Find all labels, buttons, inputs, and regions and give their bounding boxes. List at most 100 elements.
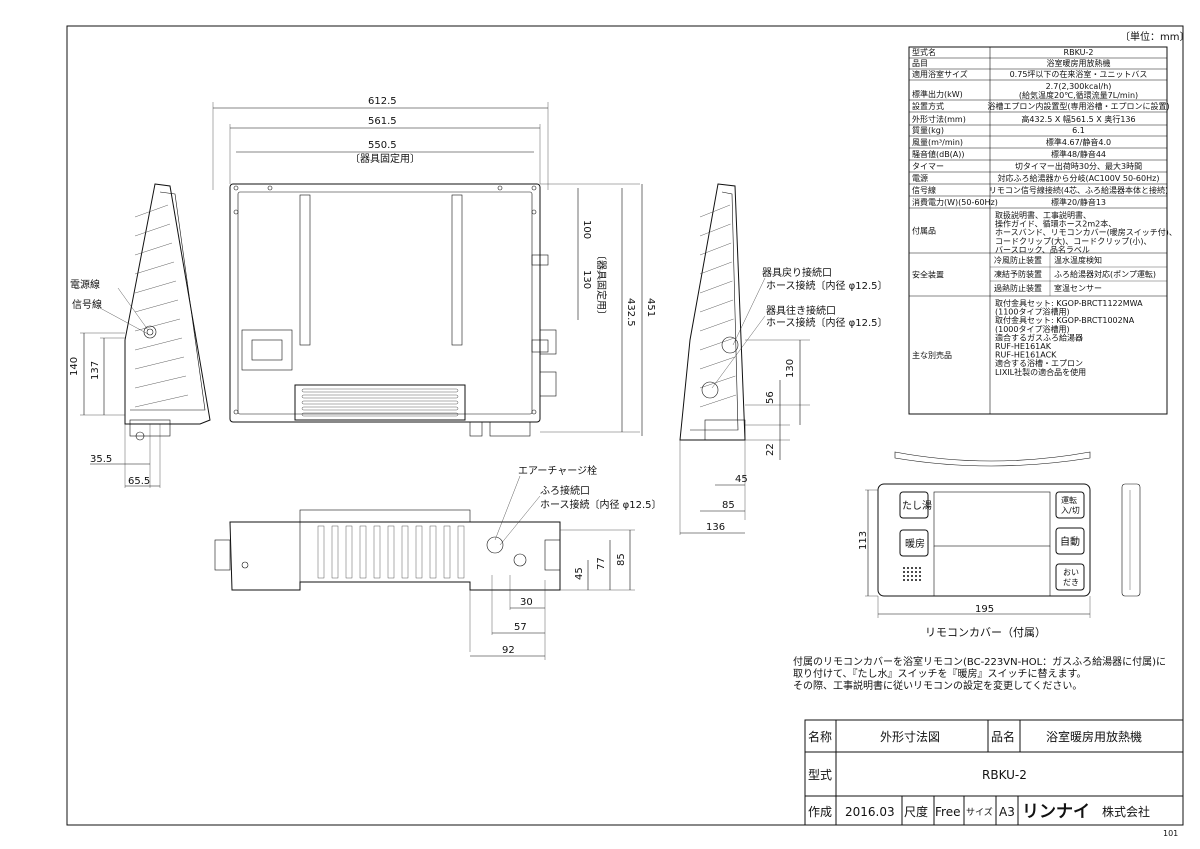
tb-model-h: 型式 <box>808 768 832 782</box>
spec-row-1-value: 浴室暖房用放熱機 <box>1047 58 1111 68</box>
dim-r136: 136 <box>706 522 725 533</box>
bottom-view: 30 57 92 45 77 85 エアーチャージ栓 ふろ接続口 ホース接続〔内… <box>214 464 662 660</box>
dim-b85: 85 <box>616 553 627 566</box>
label-air: エアーチャージ栓 <box>518 464 597 477</box>
tb-company: 株式会社 <box>1102 804 1150 819</box>
btn-unten[interactable] <box>1055 491 1085 519</box>
spec-row-11-value: リモコン信号線接続(4芯、ふろ給湯器本体と接続) <box>989 185 1168 195</box>
note-line-0: 付属のリモコンカバーを浴室リモコン(BC-223VN-HOL：ガスふろ給湯器に付… <box>793 655 1166 668</box>
tb-scale-v: Free <box>935 805 960 819</box>
dim-b77: 77 <box>596 557 607 570</box>
note-line-2: その際、工事説明書に従いリモコンの設定を変更してください。 <box>793 679 1082 692</box>
spec-row-12-value: 標準20/静音13 <box>1051 197 1106 207</box>
dim-140: 140 <box>69 357 80 376</box>
label-return2: ホース接続〔内径 φ12.5〕 <box>766 279 888 292</box>
notes: 付属のリモコンカバーを浴室リモコン(BC-223VN-HOL：ガスふろ給湯器に付… <box>793 655 1166 692</box>
tb-size-v: A3 <box>999 805 1015 819</box>
unit-note: 〔単位：mm〕 <box>1120 30 1189 43</box>
sheet-no: 101 <box>1163 829 1178 838</box>
dim-100: 100 <box>581 220 592 239</box>
spec-row-3-value: 2.7(2,300kcal/h)(給気温度20℃,循環流量7L/min) <box>1019 82 1138 100</box>
dim-65: 65.5 <box>128 476 150 487</box>
note-line-1: 取り付けて、『たし水』スイッチを『暖房』スイッチに替えます。 <box>793 667 1087 680</box>
spec-row-0-label: 型式名 <box>912 47 936 57</box>
dim-451: 451 <box>645 298 656 317</box>
front-dims: 612.5 561.5 550.5 〔器具固定用〕 100 130 〔器具固定用… <box>212 96 656 436</box>
sheet-border <box>66 25 1184 826</box>
dim-550: 550.5 <box>368 140 397 151</box>
spec-row-10-value: 対応ふろ給湯器から分岐(AC100V 50-60Hz) <box>998 173 1160 183</box>
left-side-view: 140 137 35.5 65.5 電源線 信号線 <box>69 183 211 488</box>
dim-fixed: 〔器具固定用〕 <box>350 152 420 165</box>
spec-row-9-label: タイマー <box>912 162 944 171</box>
dim-rc195: 195 <box>975 604 994 615</box>
label-bath2: ホース接続〔内径 φ12.5〕 <box>540 498 662 511</box>
spec-row-5-value: 高432.5 X 幅561.5 X 奥行136 <box>1021 114 1135 124</box>
label-return1: 器具戻り接続口 <box>762 266 832 279</box>
spec-row-10-label: 電源 <box>912 174 928 183</box>
spec-row-13-label: 付属品 <box>912 226 936 236</box>
dim-r56: 56 <box>765 391 776 404</box>
tb-scale-h: 尺度 <box>904 804 928 819</box>
tb-made-h: 作成 <box>808 805 832 819</box>
spec-row-6-value: 6.1 <box>1072 126 1085 135</box>
spec-row-14-a0: 冷風防止装置 <box>994 255 1042 265</box>
tb-name-v: 外形寸法図 <box>880 730 940 744</box>
spec-row-4-value: 浴槽エプロン内設置型(専用浴槽・エプロンに設置) <box>987 101 1169 111</box>
spec-row-2-label: 適用浴室サイズ <box>912 69 968 79</box>
spec-row-14-a1: 凍結予防装置 <box>994 269 1042 279</box>
dim-rc113: 113 <box>858 531 869 550</box>
dim-r45: 45 <box>735 474 748 485</box>
dim-b45: 45 <box>574 567 585 580</box>
dim-b30: 30 <box>520 597 533 608</box>
spec-row-14-b1: ふろ給湯器対応(ポンプ運転) <box>1054 269 1156 279</box>
dim-137: 137 <box>90 361 101 380</box>
dim-r130: 130 <box>785 359 796 378</box>
spec-row-6-label: 質量(kg) <box>912 125 944 135</box>
spec-row-14-b0: 温水温度検知 <box>1054 255 1102 265</box>
spec-row-3-label: 標準出力(kW) <box>912 89 963 99</box>
btn-oidaki-label: おいだき <box>1063 568 1079 587</box>
btn-danbo-label: 暖房 <box>905 537 925 550</box>
label-signal: 信号線 <box>72 298 102 311</box>
btn-danbo[interactable] <box>899 529 929 557</box>
spec-row-7-label: 風量(m³/min) <box>912 138 963 147</box>
tb-brand: リンナイ <box>1022 802 1090 822</box>
btn-unten-label: 運転入/切 <box>1061 496 1080 515</box>
dim-612: 612.5 <box>368 96 397 107</box>
btn-jido[interactable] <box>1055 527 1085 555</box>
tb-size-h: サイズ <box>966 806 993 818</box>
spec-row-12-label: 消費電力(W)(50-60Hz) <box>912 197 998 207</box>
spec-row-9-value: 切タイマー出荷時30分、最大3時間 <box>1015 161 1142 171</box>
tb-name-h: 名称 <box>808 729 832 744</box>
remote-caption: リモコンカバー（付属） <box>925 626 1046 639</box>
dim-fixed-v: 〔器具固定用〕 <box>595 250 608 320</box>
spec-row-1-label: 品目 <box>912 59 928 68</box>
spec-row-0-value: RBKU-2 <box>1064 48 1094 57</box>
btn-tashiyu-label: たし湯 <box>902 499 932 512</box>
btn-tashiyu[interactable] <box>899 491 929 519</box>
label-supply2: ホース接続〔内径 φ12.5〕 <box>766 316 888 329</box>
spec-row-15-label: 主な別売品 <box>912 350 952 360</box>
spec-row-2-value: 0.75坪以下の在来浴室・ユニットバス <box>1010 69 1148 79</box>
dim-b57: 57 <box>514 622 527 633</box>
spec-row-8-label: 騒音値(dB(A)) <box>912 149 965 159</box>
btn-jido-label: 自動 <box>1060 535 1080 548</box>
dim-432: 432.5 <box>625 298 636 327</box>
spec-row-15-value: 取付金具セット: KGOP-BRCT1122MWA(1100タイプ浴槽用)取付金… <box>995 298 1143 377</box>
label-bath1: ふろ接続口 <box>540 484 590 497</box>
label-supply1: 器具往き接続口 <box>766 304 836 317</box>
spec-row-8-value: 標準48/静音44 <box>1051 149 1106 159</box>
dim-b92: 92 <box>502 645 515 656</box>
tb-model-v: RBKU-2 <box>982 768 1027 782</box>
dim-561: 561.5 <box>368 116 397 127</box>
btn-oidaki[interactable] <box>1055 563 1085 591</box>
tb-prod-h: 品名 <box>991 729 1015 744</box>
label-power: 電源線 <box>70 278 100 291</box>
tb-prod-v: 浴室暖房用放熱機 <box>1046 729 1142 744</box>
title-block: 名称 外形寸法図 品名 浴室暖房用放熱機 型式 RBKU-2 作成 2016.0… <box>804 719 1184 826</box>
spec-row-5-label: 外形寸法(mm) <box>912 114 966 124</box>
dim-r22: 22 <box>765 443 776 456</box>
